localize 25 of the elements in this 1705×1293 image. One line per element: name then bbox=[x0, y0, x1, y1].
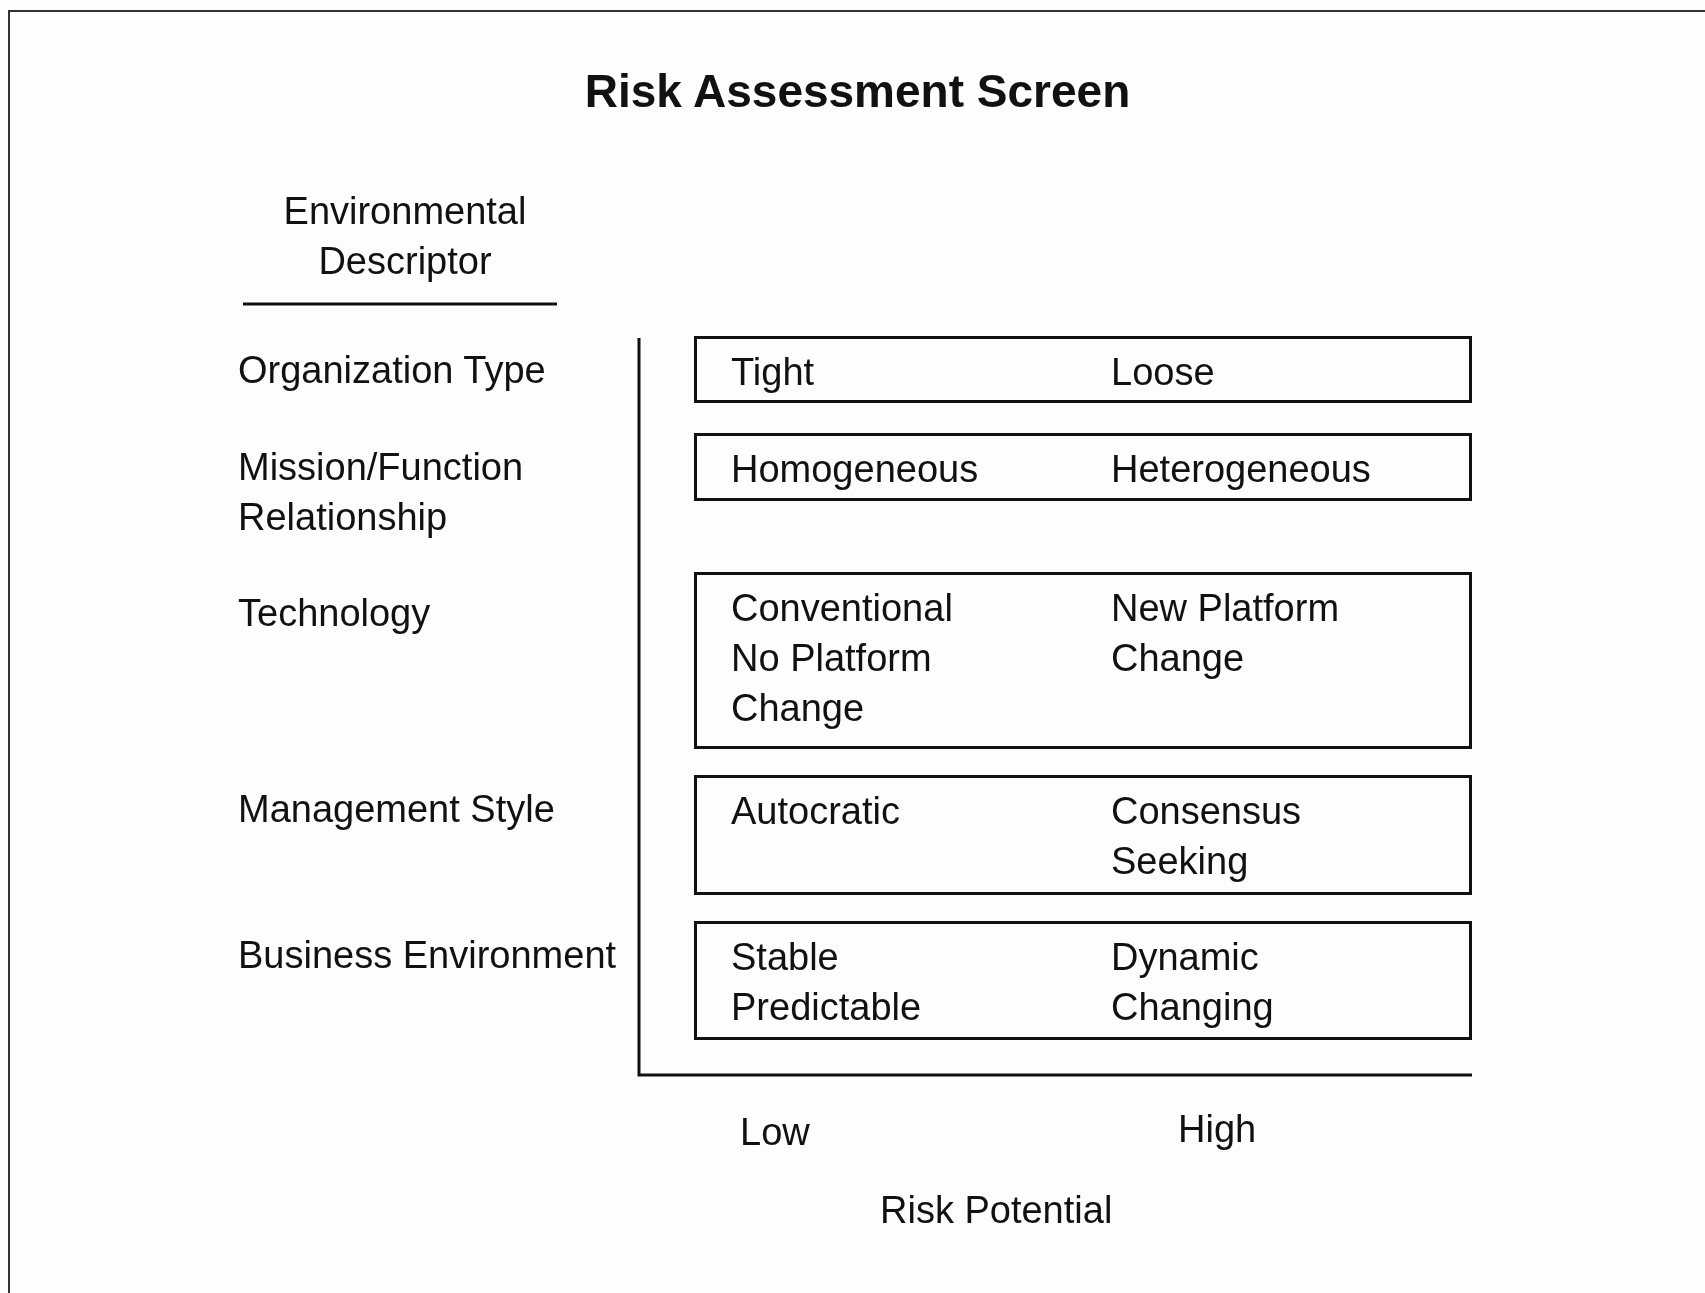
descriptor-box bbox=[694, 433, 1472, 501]
risk-level-text: Consensus Seeking bbox=[1111, 789, 1303, 884]
descriptor-box bbox=[694, 572, 1472, 749]
risk-level-text: Dynamic Changing bbox=[1111, 935, 1275, 1030]
row-label: Mission/Function Relationship bbox=[238, 445, 525, 540]
descriptor-box bbox=[694, 921, 1472, 1040]
risk-level-text: New Platform Change bbox=[1111, 586, 1341, 681]
axis-tick-label: Low bbox=[740, 1110, 811, 1155]
descriptor-box bbox=[694, 336, 1472, 403]
row-label: Management Style bbox=[238, 787, 556, 832]
column-heading: Environmental Descriptor bbox=[282, 189, 528, 284]
risk-level-text: Homogeneous bbox=[731, 447, 980, 492]
row-label: Business Environment bbox=[238, 933, 618, 978]
risk-level-text: Stable Predictable bbox=[731, 935, 923, 1030]
risk-level-text: Loose bbox=[1111, 350, 1216, 395]
risk-level-text: Tight bbox=[731, 350, 816, 395]
risk-level-text: Heterogeneous bbox=[1111, 447, 1372, 492]
row-label: Organization Type bbox=[238, 348, 547, 393]
chart-title: Risk Assessment Screen bbox=[583, 64, 1132, 118]
risk-level-text: Conventional No Platform Change bbox=[731, 586, 954, 731]
descriptor-box bbox=[694, 775, 1472, 895]
axis-title: Risk Potential bbox=[880, 1188, 1114, 1233]
risk-level-text: Autocratic bbox=[731, 789, 901, 834]
row-label: Technology bbox=[238, 591, 432, 636]
axis-tick-label: High bbox=[1178, 1107, 1258, 1152]
